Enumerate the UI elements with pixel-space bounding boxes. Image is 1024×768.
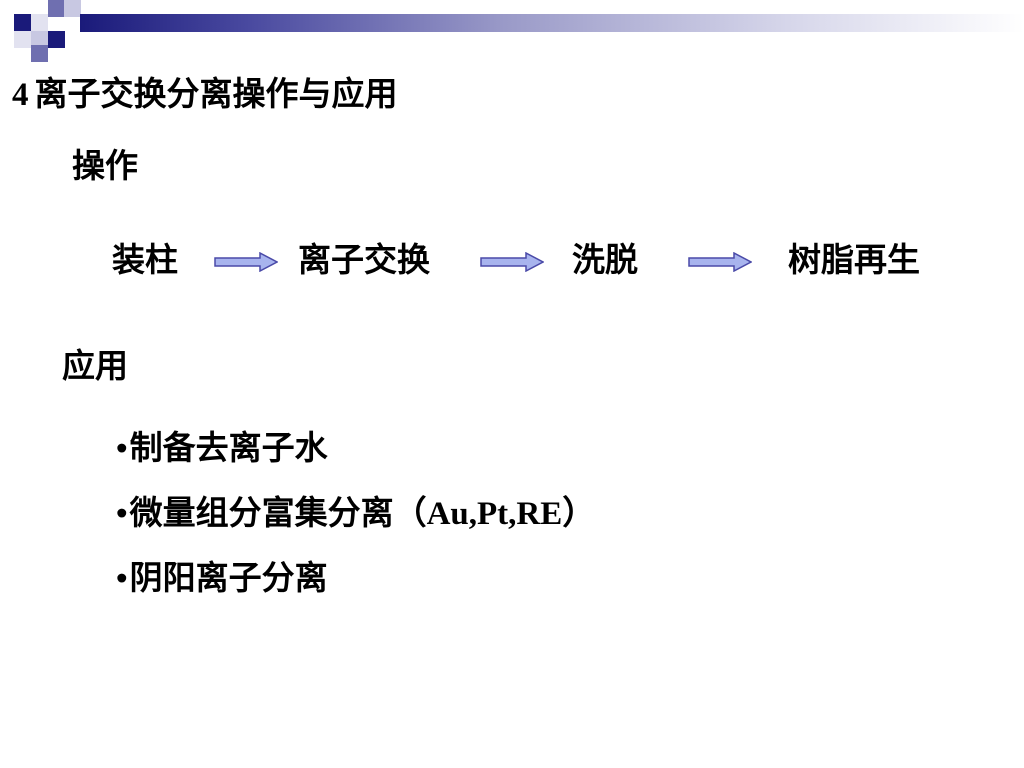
- right-arrow-icon: [480, 252, 544, 272]
- flow-step-resin-regeneration: 树脂再生: [788, 240, 920, 279]
- operation-heading: 操作: [72, 146, 138, 185]
- bullet-symbol: •: [116, 431, 128, 467]
- bullet-symbol: •: [116, 561, 128, 597]
- list-item-suffix: ）: [562, 493, 596, 532]
- list-item-text: 微量组分富集分离（: [129, 493, 427, 532]
- arrow-shape: [688, 252, 752, 272]
- list-item-latin: Au,Pt,RE: [426, 496, 563, 532]
- right-arrow-icon: [214, 252, 278, 272]
- flow-step-packing: 装柱: [112, 240, 178, 279]
- application-list: •制备去离子水 •微量组分富集分离（Au,Pt,RE） •阴阳离子分离: [116, 426, 595, 621]
- list-item: •制备去离子水: [116, 426, 595, 470]
- title-text: 离子交换分离操作与应用: [34, 74, 398, 113]
- arrow-shape: [214, 252, 278, 272]
- title-number: 4: [12, 77, 29, 113]
- header-square: [64, 0, 81, 17]
- flow-step-ion-exchange: 离子交换: [298, 240, 430, 279]
- list-item: •阴阳离子分离: [116, 556, 595, 600]
- header-square: [14, 14, 31, 31]
- header-square: [31, 14, 48, 31]
- list-item-text: 制备去离子水: [129, 428, 328, 467]
- list-item: •微量组分富集分离（Au,Pt,RE）: [116, 491, 595, 535]
- header-gradient-band: [80, 14, 1024, 32]
- header-square: [48, 0, 65, 17]
- header-square: [31, 31, 48, 48]
- header-decoration: [0, 0, 1024, 62]
- right-arrow-icon: [688, 252, 752, 272]
- bullet-symbol: •: [116, 496, 128, 532]
- flow-step-elution: 洗脱: [572, 240, 638, 279]
- arrow-shape: [480, 252, 544, 272]
- header-square: [31, 45, 48, 62]
- list-item-text: 阴阳离子分离: [129, 558, 328, 597]
- header-square: [48, 31, 65, 48]
- header-square: [14, 31, 31, 48]
- application-heading: 应用: [62, 346, 128, 385]
